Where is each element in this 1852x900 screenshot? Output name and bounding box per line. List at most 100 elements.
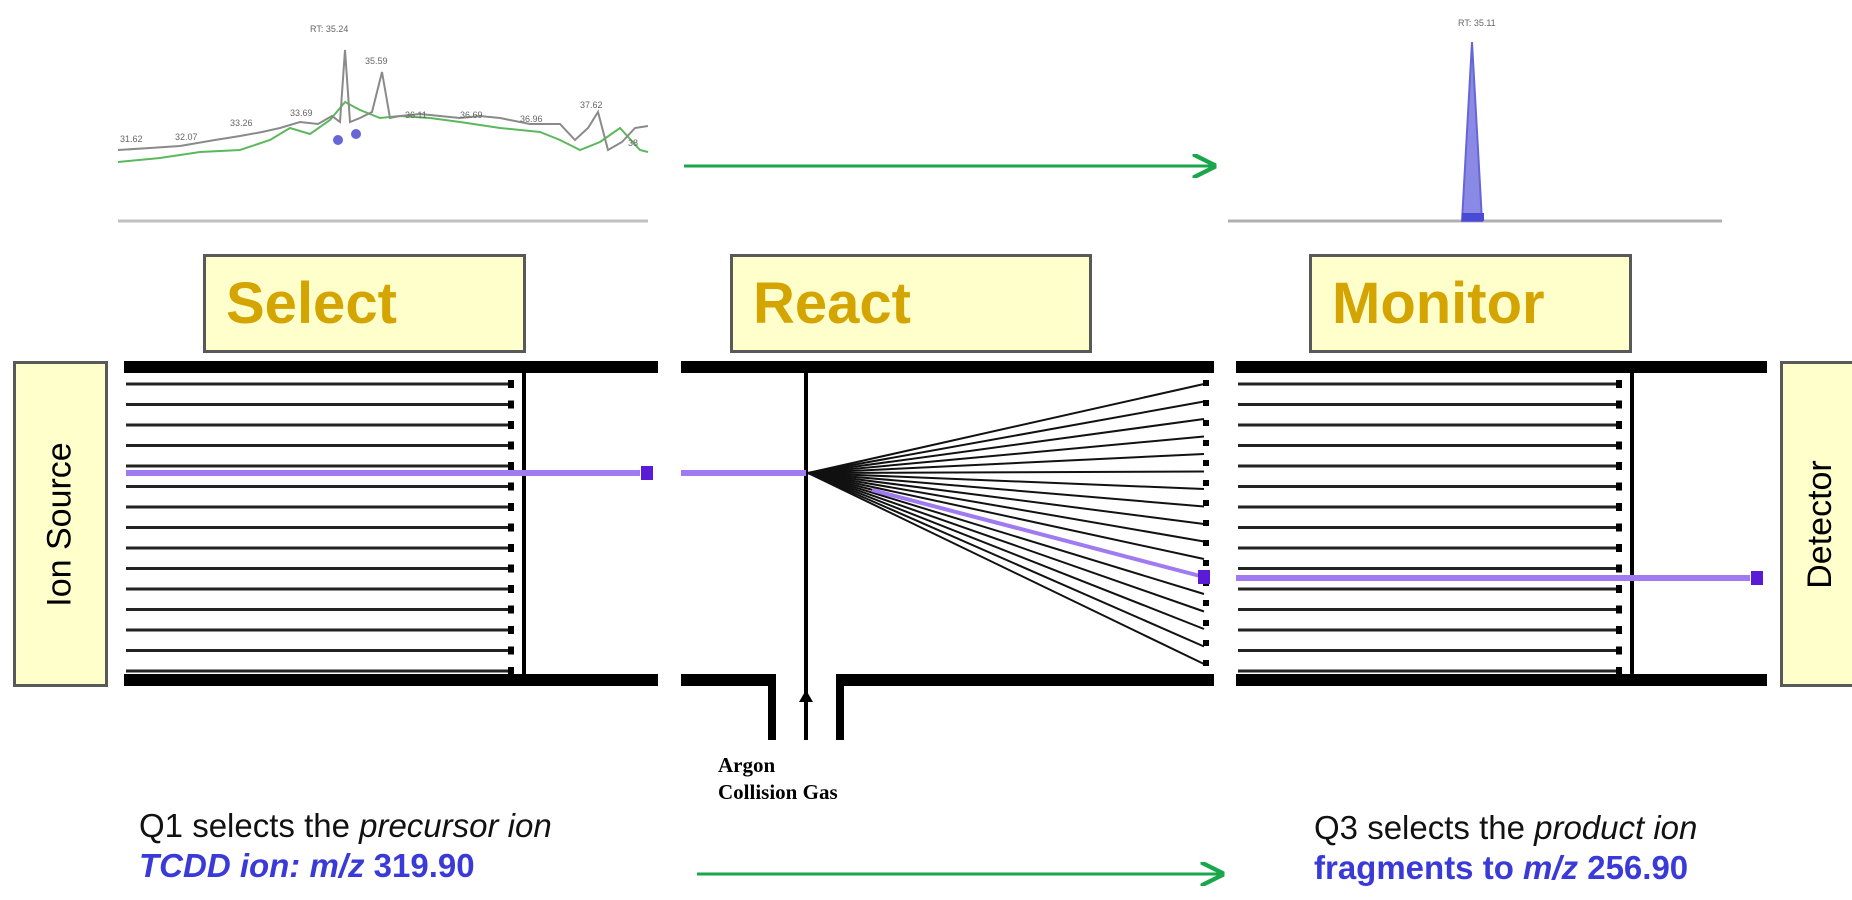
q1-top-wall: [124, 361, 658, 373]
rod-marker: [508, 462, 514, 470]
rod-marker: [508, 564, 514, 573]
rod-marker: [508, 523, 514, 532]
ion-source-box: Ion Source: [13, 361, 108, 687]
spectrum-left-peak-label: 38: [628, 138, 638, 148]
q1-bottom-wall: [124, 674, 658, 686]
collision-gas-label: Argon Collision Gas: [718, 752, 838, 806]
rod-marker: [1616, 503, 1622, 511]
fragment-line: [807, 472, 1205, 613]
gas-label-line2: Collision Gas: [718, 780, 838, 804]
fragment-line: [807, 383, 1205, 474]
spectrum-right: RT: 35.11: [1228, 18, 1722, 223]
ion-source-label: Ion Source: [41, 441, 80, 607]
rod-marker: [1616, 605, 1622, 614]
rod-marker: [508, 667, 514, 675]
rod-marker: [508, 585, 514, 593]
rod-marker: [508, 605, 514, 614]
fragment-fan: [807, 383, 1205, 665]
q3-caption-line2: fragments to m/z 256.90: [1314, 849, 1689, 886]
q3-caption: Q3 selects the product ion fragments to …: [1314, 808, 1697, 888]
ion-marker-icon: [1751, 571, 1763, 585]
q1-caption: Q1 selects the precursor ion TCDD ion: m…: [139, 806, 552, 886]
cell-bottom-wall-right: [836, 674, 1214, 686]
fragment-line: [807, 418, 1205, 474]
cell-top-wall: [681, 361, 1214, 373]
fragment-line: [807, 472, 1205, 490]
q3-caption-line1: Q3 selects the product ion: [1314, 809, 1698, 846]
stage-select-label: Select: [226, 270, 397, 336]
rod-marker: [1616, 482, 1622, 491]
cell-bottom-wall-left: [681, 674, 776, 686]
spectrum-left-peak-label: 36.96: [520, 114, 543, 124]
rod-marker: [508, 544, 514, 552]
ion-marker-icon: [641, 466, 653, 480]
rod-marker: [508, 503, 514, 511]
spectrum-left-marker: [333, 135, 343, 145]
rod-marker: [1616, 646, 1622, 655]
spectrum-left-peak-label: 37.62: [580, 100, 603, 110]
quadrupole-q3: [1236, 361, 1767, 686]
gas-label-line1: Argon: [718, 753, 776, 777]
fragment-line: [807, 472, 1205, 595]
spectrum-left-peak-label: 31.62: [120, 134, 143, 144]
gas-inlet-arrow-icon: [799, 690, 813, 702]
rod-marker: [508, 421, 514, 429]
fragment-line: [807, 435, 1205, 474]
rod-marker: [1616, 380, 1622, 388]
rod-marker: [1616, 400, 1622, 409]
rod-marker: [508, 482, 514, 491]
spectrum-left-peak-label: 33.69: [290, 108, 313, 118]
fragment-line: [807, 472, 1205, 560]
rod-marker: [1616, 462, 1622, 470]
rod-marker: [1616, 421, 1622, 429]
stage-select-box: Select: [203, 254, 526, 353]
spectrum-left-peak-label: 35.59: [365, 56, 388, 66]
rod-marker: [1616, 626, 1622, 634]
collision-cell: [681, 361, 1214, 740]
rod-marker: [1616, 564, 1622, 573]
rod-marker: [508, 626, 514, 634]
rod-marker: [1616, 544, 1622, 552]
fragment-line: [807, 472, 1205, 543]
fragment-line: [807, 400, 1205, 474]
q1-caption-line1: Q1 selects the precursor ion: [139, 807, 552, 844]
q1-rod-lines: [126, 380, 514, 675]
rod-marker: [1616, 667, 1622, 675]
rod-marker: [508, 380, 514, 388]
detector-label: Detector: [1800, 459, 1839, 589]
fragment-line: [807, 472, 1205, 508]
fragment-line: [807, 472, 1205, 648]
spectrum-right-peak-label: RT: 35.11: [1458, 18, 1496, 28]
rod-marker: [1616, 523, 1622, 532]
fragment-line: [807, 472, 1205, 630]
ion-path: [126, 466, 1763, 585]
fragment-line: [807, 470, 1205, 474]
spectrum-left-marker: [351, 129, 361, 139]
fragment-line: [807, 453, 1205, 474]
q3-bottom-wall: [1236, 674, 1767, 686]
spectrum-right-peak: [1460, 41, 1484, 222]
stage-monitor-box: Monitor: [1309, 254, 1632, 353]
spectrum-left-peak-label: 36.69: [460, 110, 483, 120]
rod-marker: [1616, 585, 1622, 593]
spectrum-left-peak-label: RT: 35.24: [310, 24, 348, 34]
detector-box: Detector: [1780, 361, 1852, 687]
spectrum-left: 31.62 32.07 33.26 33.69 RT: 35.24 35.59 …: [117, 24, 649, 223]
rod-marker: [508, 646, 514, 655]
q1-caption-line2: TCDD ion: m/z 319.90: [139, 847, 475, 884]
spectrum-left-trace: [117, 49, 649, 152]
spectrum-left-peak-label: 32.07: [175, 132, 198, 142]
rod-marker: [1616, 441, 1622, 450]
fragment-line: [807, 472, 1205, 665]
stage-monitor-label: Monitor: [1332, 270, 1545, 336]
fragment-line: [807, 472, 1205, 525]
rod-marker: [508, 441, 514, 450]
stage-react-box: React: [730, 254, 1092, 353]
spectrum-left-peak-label: 36.11: [405, 110, 427, 120]
rod-marker: [508, 400, 514, 409]
ion-marker-icon: [1198, 570, 1210, 584]
q3-rod-lines: [1238, 380, 1622, 675]
ion-path-fragment: [871, 488, 1205, 579]
